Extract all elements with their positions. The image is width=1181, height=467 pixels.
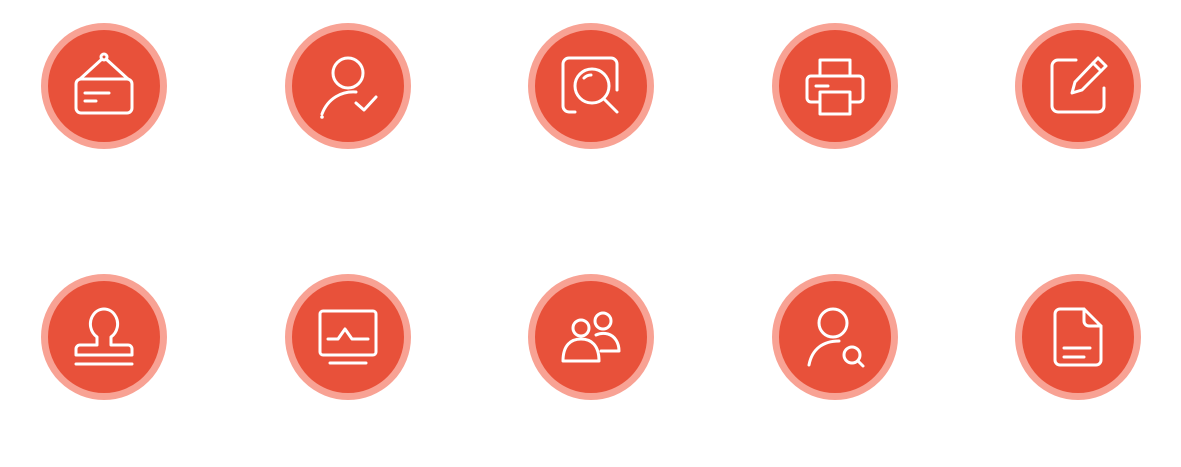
hanging-sign-badge[interactable]: [41, 23, 167, 149]
edit-badge[interactable]: [1015, 23, 1141, 149]
search-screen-badge[interactable]: [528, 23, 654, 149]
monitor-chart-badge[interactable]: [285, 274, 411, 400]
hanging-sign-icon: [74, 52, 134, 115]
user-check-badge[interactable]: [285, 23, 411, 149]
user-search-icon: [807, 307, 865, 368]
user-group-badge[interactable]: [528, 274, 654, 400]
monitor-chart-icon: [318, 309, 378, 365]
user-search-badge[interactable]: [772, 274, 898, 400]
stamp-badge[interactable]: [41, 274, 167, 400]
printer-badge[interactable]: [772, 23, 898, 149]
document-icon: [1053, 307, 1103, 367]
edit-icon: [1050, 56, 1108, 114]
stamp-icon: [74, 307, 134, 366]
search-screen-icon: [561, 56, 619, 114]
user-check-icon: [320, 56, 378, 119]
document-badge[interactable]: [1015, 274, 1141, 400]
printer-icon: [805, 58, 865, 116]
user-group-icon: [561, 311, 621, 363]
